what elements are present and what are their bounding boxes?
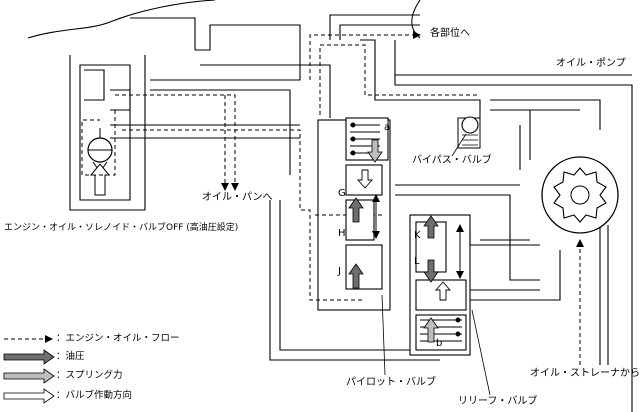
bypass-valve bbox=[457, 116, 481, 149]
bypass-valve-label: バイパス・バルブ bbox=[412, 155, 492, 166]
legend-symbols bbox=[3, 335, 55, 404]
port-h-label: H bbox=[338, 228, 346, 239]
spring-a bbox=[350, 122, 380, 156]
port-g-label: G bbox=[338, 188, 346, 199]
legend-pressure-text: ：油圧 bbox=[56, 351, 85, 362]
legend-flow-text: ：エンジン・オイル・フロー bbox=[56, 333, 180, 344]
solenoid-valve bbox=[87, 128, 113, 196]
relief-valve-label: リリーフ・バルブ bbox=[458, 396, 538, 407]
legend-direction-text: ：バルブ作動方向 bbox=[56, 390, 133, 401]
port-a-label: a bbox=[384, 122, 391, 133]
from-strainer-label: オイル・ストレーナから bbox=[530, 368, 640, 379]
leader-lines bbox=[381, 133, 491, 396]
legend-direction-symbol bbox=[3, 388, 55, 404]
legend-spring-symbol bbox=[3, 368, 55, 384]
engine-block bbox=[27, 0, 421, 211]
port-b-label: b bbox=[436, 338, 443, 349]
legend-spring-text: ：スプリング力 bbox=[56, 370, 123, 381]
valve-direction-arrows bbox=[357, 169, 451, 301]
to-oil-pan-label: オイル・パンへ bbox=[202, 192, 273, 203]
pilot-valve-label: パイロット・バルブ bbox=[346, 377, 436, 388]
pressure-arrows bbox=[348, 197, 439, 289]
travel-arrows bbox=[372, 194, 464, 279]
spring-b bbox=[420, 317, 462, 342]
oil-pump-label: オイル・ポンプ bbox=[556, 58, 626, 69]
solenoid-caption: エンジン・オイル・ソレノイド・バルブOFF (高油圧設定) bbox=[4, 223, 239, 233]
port-j-label: J bbox=[338, 266, 341, 277]
spring-force-arrows bbox=[367, 139, 439, 343]
port-k-label: K bbox=[414, 230, 421, 241]
oil-passages bbox=[110, 14, 633, 412]
port-l-label: L bbox=[414, 256, 420, 267]
to-each-part-label: 各部位へ bbox=[430, 28, 470, 39]
oil-pump-gear bbox=[541, 156, 619, 234]
legend-pressure-symbol bbox=[3, 349, 55, 365]
